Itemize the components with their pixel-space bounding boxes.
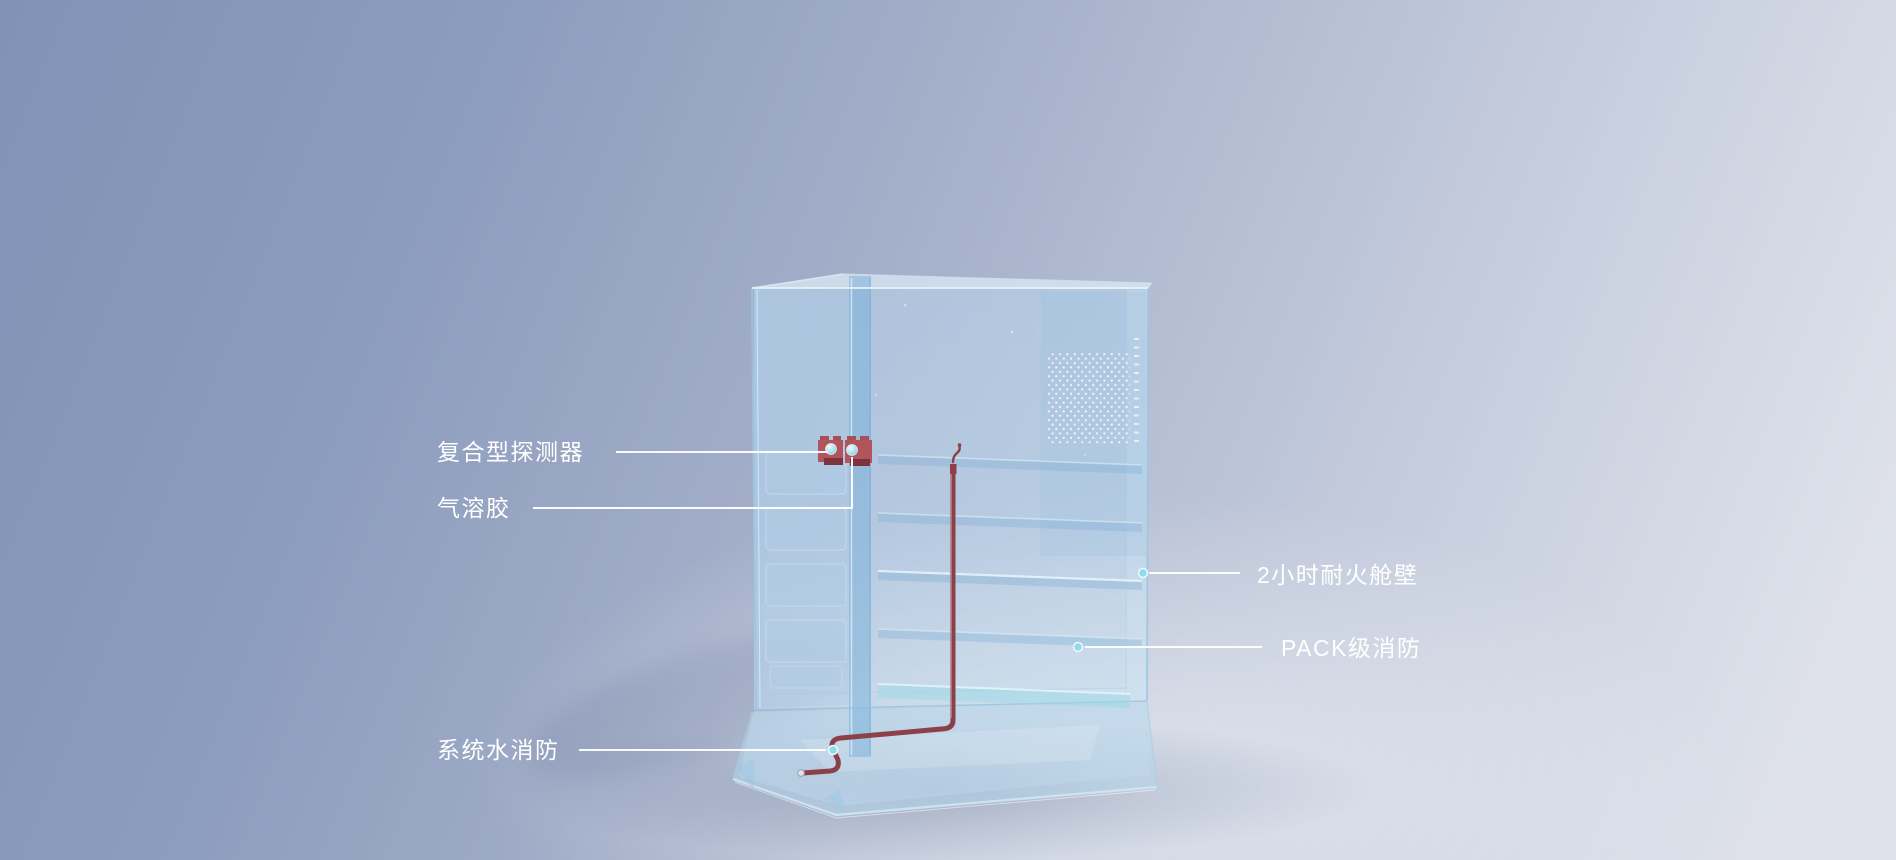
tray-gusset-left: [737, 758, 754, 792]
detector-tab: [820, 436, 829, 442]
marker-dot-pack-fire: [1072, 641, 1084, 653]
tray-pan: [733, 701, 1157, 815]
tray-front-edge-highlight: [734, 781, 1156, 819]
battery-module-partial: [769, 665, 843, 689]
battery-modules: [765, 451, 847, 689]
left-bay-glass: [763, 290, 849, 708]
marker-dot-water-fire: [827, 744, 839, 756]
vent-perforation-grid: [1048, 352, 1130, 444]
detector-base-right: [850, 459, 870, 466]
tray-front-edge: [732, 777, 1158, 817]
shelf-row: [877, 512, 1143, 532]
tray-left-corner-edge: [732, 711, 753, 780]
callout-fireproof-bulkhead: 2小时耐火舱壁: [1137, 562, 1418, 588]
shelf-row: [877, 569, 1143, 590]
detector-tab: [847, 436, 856, 442]
shelf-band: [878, 455, 1142, 474]
detector-tab: [860, 436, 869, 442]
sprinkler-nozzle: [951, 444, 961, 464]
battery-module: [765, 507, 847, 551]
callout-label-water-fire: 系统水消防: [437, 737, 560, 763]
shelf-band: [878, 513, 1142, 532]
aerosol-sensor-ball: [846, 444, 858, 456]
callout-label-fireproof-bulkhead: 2小时耐火舱壁: [1257, 562, 1418, 588]
left-outer-edge: [751, 287, 757, 711]
leader-line-aerosol: [533, 457, 853, 509]
nozzle-tip: [957, 443, 962, 447]
tray-gusset-front: [824, 790, 846, 813]
shelf-edge: [877, 454, 1143, 466]
shelf-edge: [877, 628, 1143, 640]
callouts: 复合型探测器 气溶胶 2小时耐火舱壁 PACK级消防 系统水消防: [437, 439, 1421, 763]
right-outer-edge: [1146, 287, 1149, 701]
water-pipe-run: [800, 466, 956, 776]
shelf-row: [877, 454, 1143, 474]
right-wall-sliver: [1127, 290, 1147, 698]
top-back-edge: [842, 273, 1153, 284]
speck: [1010, 330, 1014, 334]
detector-tab: [833, 436, 841, 442]
callout-label-aerosol: 气溶胶: [437, 495, 511, 521]
callout-composite-detector: 复合型探测器: [437, 439, 828, 465]
vent-panel: [1039, 292, 1146, 556]
teal-shelf-band: [878, 684, 1130, 708]
nozzle-collar: [950, 464, 957, 474]
speck: [874, 393, 878, 397]
battery-module: [765, 619, 847, 663]
callout-label-pack-fire: PACK级消防: [1281, 635, 1421, 661]
left-edge-highlight: [756, 289, 761, 709]
shelf-edge: [877, 512, 1143, 524]
callout-label-composite-detector: 复合型探测器: [437, 439, 584, 465]
shelf-band: [878, 571, 1142, 590]
pipe-end-cap: [797, 769, 805, 777]
tray-right-corner-edge: [1146, 700, 1158, 788]
marker-dot-fireproof-bulkhead: [1137, 567, 1149, 579]
battery-module: [765, 563, 847, 607]
tray-floor: [740, 702, 1150, 806]
inner-corner-column: [849, 276, 871, 757]
shelf-row-teal: [877, 683, 1131, 708]
detector-sensor-ball: [825, 443, 837, 455]
callout-pack-fire: PACK级消防: [1072, 635, 1421, 661]
teal-shelf-edge: [877, 683, 1131, 695]
detector-base-left: [824, 458, 843, 465]
callout-water-fire: 系统水消防: [437, 737, 839, 763]
water-pipe: [797, 443, 962, 777]
shelf-edge-bright: [877, 569, 1143, 583]
callout-aerosol: 气溶胶: [437, 457, 853, 521]
speck: [1083, 453, 1087, 457]
battery-shelves: [877, 454, 1143, 708]
top-left-slant-edge: [751, 273, 844, 289]
speck: [903, 303, 907, 307]
base-tray: [732, 700, 1158, 819]
